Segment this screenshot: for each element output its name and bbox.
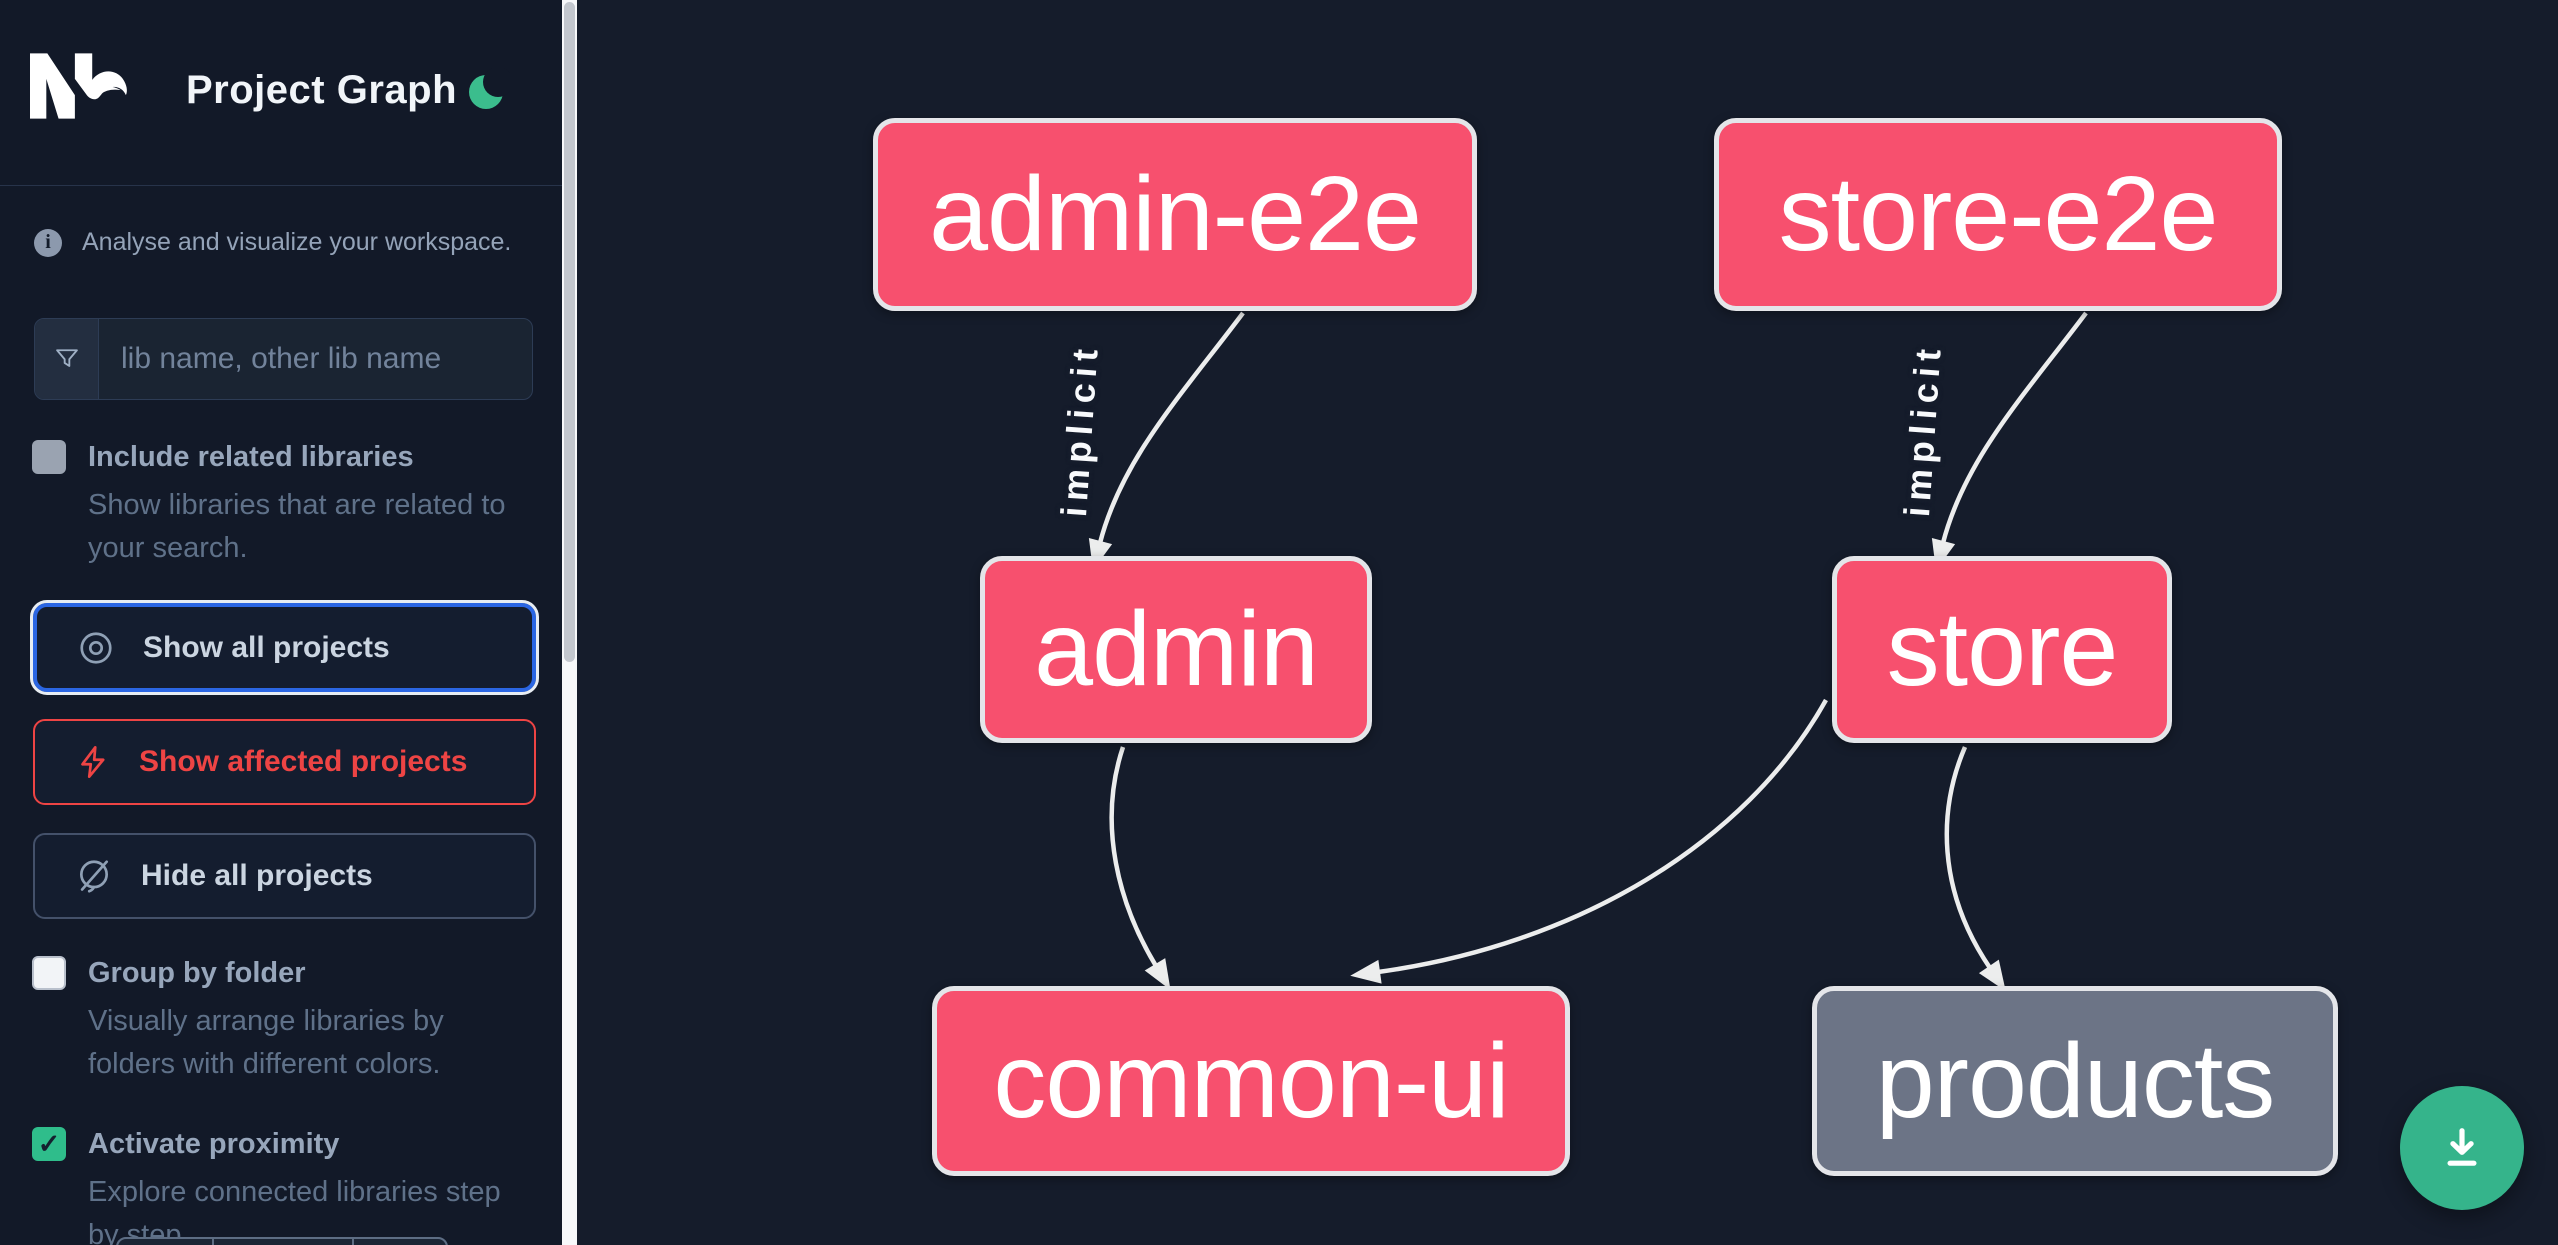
graph-node-store[interactable]: store (1832, 556, 2172, 743)
page-title: Project Graph (186, 68, 458, 112)
moon-icon (469, 67, 513, 109)
edge-store-to-common-ui (1350, 698, 1828, 984)
scrollbar-thumb[interactable] (564, 2, 575, 662)
bolt-icon (81, 745, 105, 779)
show-affected-projects-label: Show affected projects (139, 745, 468, 778)
proximity-increment-button[interactable] (354, 1239, 444, 1245)
project-filter (34, 318, 533, 400)
hide-all-projects-button[interactable]: Hide all projects (33, 833, 536, 919)
group-by-folder-description: Visually arrange libraries by folders wi… (88, 1005, 444, 1080)
group-by-folder-label: Group by folder (88, 956, 306, 989)
toggle-activate-proximity: ✓ Activate proximity Explore connected l… (32, 1127, 532, 1245)
eye-off-icon (79, 860, 109, 893)
save-image-button[interactable] (2400, 1086, 2524, 1210)
sidebar-scrollbar[interactable] (562, 0, 577, 1245)
graph-node-admin[interactable]: admin (980, 556, 1372, 743)
edge-admin-to-common-ui (1109, 746, 1171, 990)
edge-store-e2e-to-store (1931, 311, 2088, 571)
search-input[interactable] (99, 319, 532, 399)
edge-store-to-products (1944, 746, 2006, 992)
edge-admin-e2e-to-admin (1088, 311, 1245, 571)
proximity-decrement-button[interactable] (118, 1239, 214, 1245)
intro-text: Analyse and visualize your workspace. (82, 228, 512, 256)
theme-toggle-button[interactable] (466, 67, 513, 112)
show-affected-projects-button[interactable]: Show affected projects (33, 719, 536, 805)
proximity-depth-stepper (116, 1237, 448, 1245)
sidebar-header: Project Graph (0, 0, 562, 186)
activate-proximity-description: Explore connected libraries step by step… (88, 1176, 501, 1245)
graph-node-store-e2e[interactable]: store-e2e (1714, 118, 2282, 311)
graph-node-admin-e2e[interactable]: admin-e2e (873, 118, 1477, 311)
include-related-label: Include related libraries (88, 440, 414, 473)
proximity-depth-value (214, 1239, 354, 1245)
hide-all-projects-label: Hide all projects (141, 859, 373, 892)
group-by-folder-checkbox[interactable] (32, 956, 66, 990)
activate-proximity-label: Activate proximity (88, 1127, 340, 1160)
nx-logo[interactable] (30, 53, 132, 119)
graph-node-common-ui[interactable]: common-ui (932, 986, 1570, 1176)
info-icon: i (34, 228, 62, 257)
eye-icon (80, 631, 112, 664)
sidebar: Project Graph i Analyse and visualize yo… (0, 0, 562, 1245)
download-icon (2447, 1128, 2477, 1166)
workspace-intro: i Analyse and visualize your workspace. (34, 228, 511, 257)
include-related-checkbox[interactable] (32, 440, 66, 474)
filter-funnel-icon (35, 319, 99, 399)
show-all-projects-button[interactable]: Show all projects (30, 600, 539, 695)
activate-proximity-checkbox[interactable]: ✓ (32, 1127, 66, 1161)
graph-node-products[interactable]: products (1812, 986, 2338, 1176)
show-all-projects-label: Show all projects (143, 630, 390, 664)
toggle-group-by-folder: Group by folder Visually arrange librari… (32, 956, 532, 1086)
include-related-description: Show libraries that are related to your … (88, 489, 506, 564)
toggle-include-related: Include related libraries Show libraries… (32, 440, 532, 570)
